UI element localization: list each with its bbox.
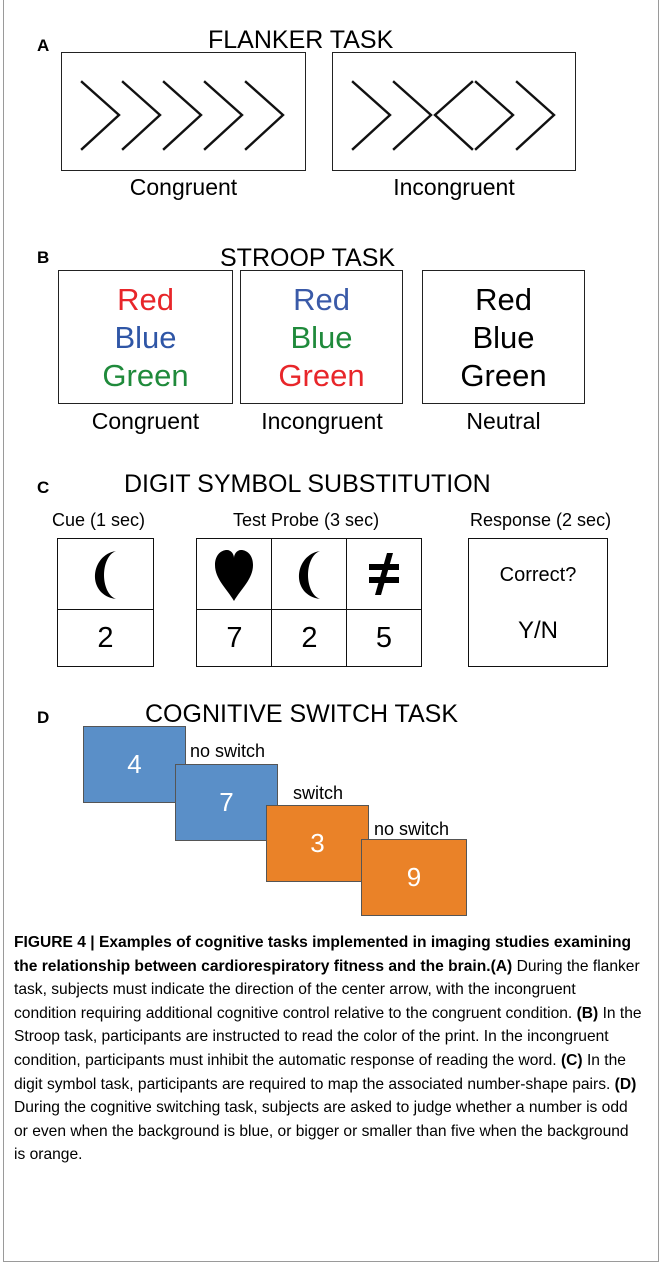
flanker-congruent-arrows	[80, 80, 285, 151]
transition-label: no switch	[190, 741, 266, 761]
stroop-neutral-box: Red Blue Green	[422, 270, 585, 404]
stroop-word: Red	[117, 282, 174, 317]
probe-symbol-cell	[346, 538, 422, 611]
caption-d-tag: (D)	[614, 1075, 637, 1093]
switch-card-digit: 7	[219, 787, 234, 817]
arrow-left-icon	[433, 80, 474, 151]
caption-c-tag: (C)	[560, 1051, 583, 1069]
probe-digit: 7	[226, 622, 243, 654]
arrow-right-icon	[162, 80, 203, 151]
arrow-right-icon	[121, 80, 162, 151]
transition-label: switch	[293, 783, 344, 803]
digit-symbol-title: DIGIT SYMBOL SUBSTITUTION	[124, 470, 491, 498]
probe-digit-cell: 5	[346, 609, 422, 667]
cue-digit: 2	[97, 622, 114, 654]
probe-digit: 2	[301, 622, 318, 654]
switch-card: 7	[175, 764, 278, 841]
stroop-word: Red	[475, 282, 532, 317]
panel-b-letter: B	[37, 248, 50, 267]
arrow-right-icon	[351, 80, 392, 151]
switch-task-title: COGNITIVE SWITCH TASK	[145, 700, 458, 728]
crescent-moon-icon	[94, 551, 116, 599]
arrow-right-icon	[203, 80, 244, 151]
switch-card-digit: 4	[127, 749, 142, 779]
cue-label: Cue (1 sec)	[52, 510, 146, 530]
panel-d-letter: D	[37, 708, 50, 727]
caption-b-text: In the Stroop task, participants are ins…	[14, 1004, 642, 1069]
probe-symbol-cell	[196, 538, 273, 611]
switch-card: 4	[83, 726, 186, 803]
figure-caption: FIGURE 4 | Examples of cognitive tasks i…	[14, 931, 642, 1167]
stroop-congruent-box: Red Blue Green	[58, 270, 233, 404]
caption-b-tag: (B)	[576, 1004, 599, 1022]
caption-a-tag: (A)	[490, 957, 513, 975]
caption-lead: FIGURE 4 | Examples of cognitive tasks i…	[14, 934, 632, 975]
flanker-incongruent-arrows	[351, 80, 556, 151]
caption-c-text: In the digit symbol task, participants a…	[14, 1051, 626, 1093]
arrow-right-icon	[515, 80, 556, 151]
arrow-right-icon	[80, 80, 121, 151]
stroop-word: Blue	[290, 320, 353, 355]
stroop-word: Blue	[472, 320, 535, 355]
not-equal-icon	[369, 553, 399, 595]
stroop-incongruent-box: Red Blue Green	[240, 270, 403, 404]
stroop-word: Green	[102, 358, 189, 393]
response-question: Correct?	[499, 564, 577, 586]
panel-a-letter: A	[37, 36, 50, 55]
arrow-right-icon	[392, 80, 433, 151]
flanker-title: FLANKER TASK	[208, 26, 394, 54]
switch-card-digit: 9	[406, 862, 422, 892]
switch-card: 9	[361, 839, 467, 916]
stroop-incongruent-label: Incongruent	[261, 408, 383, 434]
cue-symbol-cell	[57, 538, 154, 611]
response-box: Correct? Y/N	[468, 538, 608, 667]
flanker-incongruent-box	[332, 52, 576, 171]
stroop-word: Blue	[114, 320, 177, 355]
stroop-word: Green	[460, 358, 547, 393]
heart-icon	[215, 550, 253, 601]
flanker-congruent-box	[61, 52, 306, 171]
transition-label: no switch	[374, 819, 450, 839]
caption-a-text: During the flanker task, subjects must i…	[14, 957, 640, 1022]
response-answer: Y/N	[517, 617, 558, 644]
flanker-incongruent-label: Incongruent	[393, 174, 515, 200]
probe-symbol-cell	[271, 538, 348, 611]
stroop-neutral-label: Neutral	[466, 408, 541, 434]
stroop-title: STROOP TASK	[220, 244, 396, 272]
arrow-right-icon	[474, 80, 515, 151]
flanker-congruent-label: Congruent	[129, 174, 238, 200]
stroop-congruent-label: Congruent	[91, 408, 200, 434]
probe-digit-cell: 7	[196, 609, 273, 667]
panel-c-letter: C	[37, 478, 50, 497]
probe-label: Test Probe (3 sec)	[233, 510, 380, 530]
arrow-right-icon	[244, 80, 285, 151]
figure-frame	[3, 0, 659, 1262]
switch-card-digit: 3	[310, 828, 325, 858]
stroop-word: Green	[278, 358, 365, 393]
cue-digit-cell: 2	[57, 609, 154, 667]
stroop-word: Red	[293, 282, 350, 317]
response-label: Response (2 sec)	[470, 510, 612, 530]
crescent-moon-icon	[298, 551, 320, 599]
caption-d-text: During the cognitive switching task, sub…	[14, 1099, 629, 1164]
probe-digit-cell: 2	[271, 609, 348, 667]
probe-digit: 5	[375, 622, 393, 654]
switch-card: 3	[266, 805, 369, 882]
